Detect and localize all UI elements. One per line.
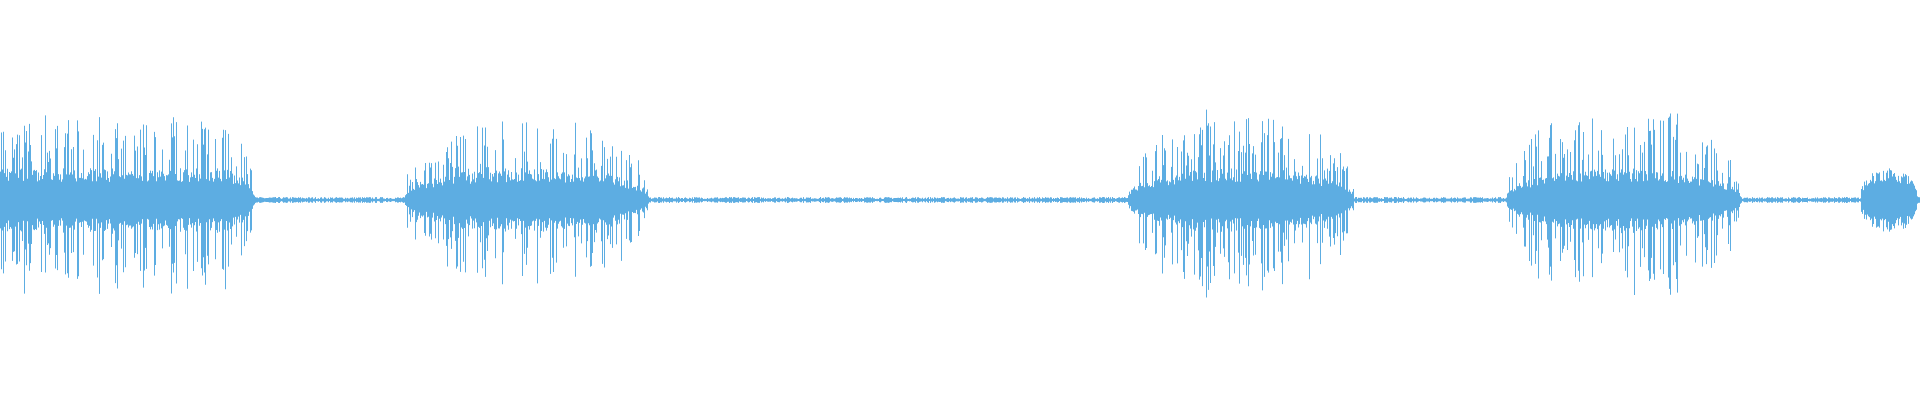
waveform-burst-3 [1128, 109, 1354, 298]
waveform-bursts [0, 109, 1918, 298]
waveform-burst-1 [0, 115, 255, 294]
waveform-burst-5 [1861, 168, 1918, 232]
waveform-burst-4 [1507, 113, 1741, 296]
waveform-burst-2 [405, 121, 649, 285]
